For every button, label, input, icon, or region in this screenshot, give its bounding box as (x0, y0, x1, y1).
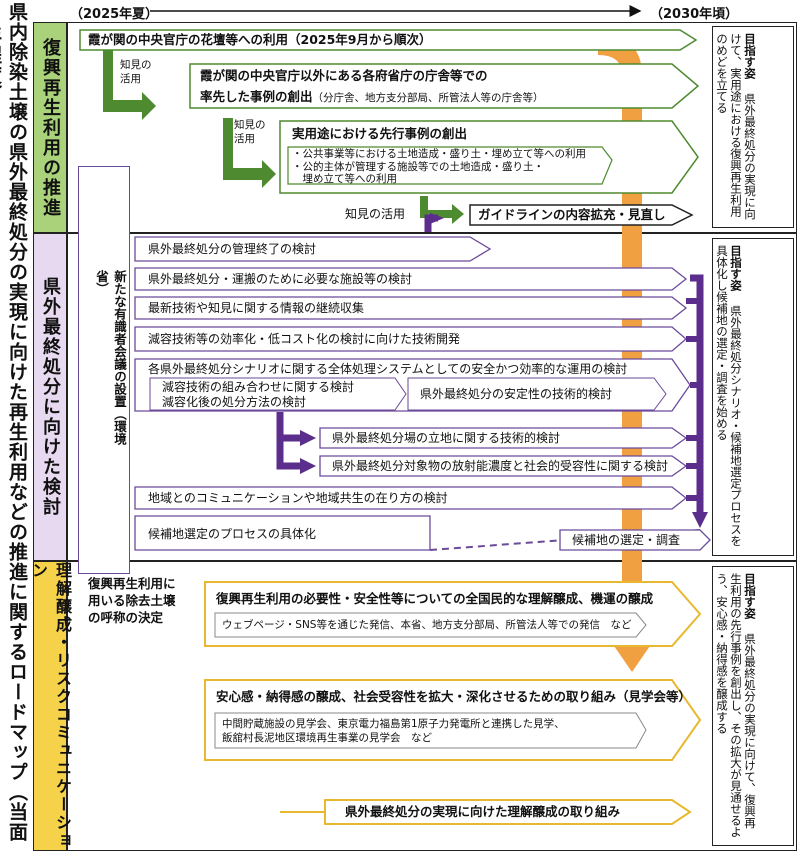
reuse-offices-l1: 霞が関の中央官庁以外にある各府省庁の庁舎等での (200, 68, 488, 83)
goal-understanding-body: 県外最終処分の実現に向けて、復興再生利用の先行事例を創出し、その拡大が見通せるよ… (715, 573, 757, 838)
goal-understanding-head: 目指す姿 (743, 573, 757, 619)
goal-disposal-head: 目指す姿 (729, 245, 743, 291)
section-understanding-frame (67, 561, 797, 851)
disposal-i7: 県外最終処分対象物の放射能濃度と社会的受容性に関する検討 (332, 459, 669, 473)
understanding-u1-title: 復興再生利用の必要性・安全性等についての全国民的な理解醸成、機運の醸成 (216, 591, 654, 606)
disposal-i2: 県外最終処分・運搬のために必要な施設等の検討 (148, 272, 413, 286)
disposal-i9-end: 候補地の選定・調査 (572, 533, 681, 547)
section-understanding-label: 理解醸成・リスクコミュニケーション (29, 561, 72, 851)
disposal-arrows (134, 236, 691, 551)
understanding-u2-sub1: 中間貯蔵施設の見学会、東京電力福島第1原子力発電所と連携した見学、 (222, 718, 565, 730)
disposal-i5a-l1: 減容技術の組み合わせに関する検討 (162, 380, 355, 394)
section-disposal-label: 県外最終処分に向けた検討 (33, 233, 67, 561)
reuse-offices-l2-small: （分庁舎、地方支分部局、所管法人等の庁舎等） (312, 92, 544, 104)
disposal-i5: 各県外最終処分シナリオに関する全体処理システムとしての安全かつ効率的な運用の検討 (148, 362, 628, 376)
knowhow-label-3: 知見の活用 (345, 207, 406, 221)
understanding-u3: 県外最終処分の実現に向けた理解醸成の取り組み (345, 804, 621, 819)
reuse-arrows (79, 29, 700, 194)
council-label: 新たな有識者会議の設置（環境省） (94, 270, 127, 445)
reuse-offices-l2-row: 率先した事例の創出（分庁舎、地方支分部局、所管法人等の庁舎等） (200, 86, 544, 105)
goal-disposal-body: 県外最終処分シナリオ・候補地選定プロセスを具体化し候補地の選定・調査を始める (715, 245, 743, 547)
disposal-i3: 最新技術や知見に関する情報の継続収集 (148, 301, 365, 315)
reuse-guideline: ガイドラインの内容拡充・見直し (478, 207, 666, 222)
reuse-offices-l2: 率先した事例の創出 (200, 89, 313, 104)
section-reuse-frame (67, 22, 797, 233)
section-disposal-frame (67, 233, 797, 561)
orange-trunk-head (612, 643, 652, 672)
timeline-start: （2025年夏） (70, 7, 159, 22)
reuse-leading-title: 実用途における先行事例の創出 (292, 126, 468, 141)
naming-l3: の呼称の決定 (88, 610, 164, 625)
disposal-i1: 県外最終処分の管理終了の検討 (148, 242, 317, 256)
purple-branch-ticks (686, 298, 700, 501)
timeline-end: （2030年頃） (650, 7, 739, 22)
naming-l1: 復興再生利用に (88, 576, 176, 591)
goal-reuse-head: 目指す姿 (743, 33, 757, 79)
knowhow-label-2: 知見の活用 (234, 119, 266, 145)
guideline-arrow (469, 204, 694, 226)
disposal-i8: 地域とのコミュニケーションや地域共生の在り方の検討 (148, 491, 448, 505)
reuse-leading-b2: ・公的主体が管理する施設等での土地造成・盛り土・ (292, 161, 544, 173)
understanding-u1-sub: ウェブページ・SNS等を通じた発信、本省、地方支分部局、所管法人等での発信 など (222, 619, 632, 631)
candidate-arrow (559, 529, 711, 551)
council-box (78, 166, 130, 574)
goal-reuse: 目指す姿 県外最終処分の実現に向けて、実用途における復興再生利用のめどを立てる (712, 26, 794, 228)
disposal-i6: 県外最終処分場の立地に関する技術的検討 (332, 431, 561, 445)
understanding-u2-title: 安心感・納得感の醸成、社会受容性を拡大・深化させるための取り組み（見学会等） (216, 689, 692, 704)
section-reuse-label: 復興再生利用の推進 (33, 22, 67, 233)
reuse-leading-b1: ・公共事業等における土地造成・盛り土・埋め立て等への利用 (292, 148, 586, 160)
goal-reuse-body: 県外最終処分の実現に向けて、実用途における復興再生利用のめどを立てる (715, 33, 757, 220)
goal-disposal: 目指す姿 県外最終処分シナリオ・候補地選定プロセスを具体化し候補地の選定・調査を… (712, 238, 794, 556)
naming-l2: 用いる除去土壌 (88, 593, 176, 608)
understanding-u2-sub2: 飯舘村長泥地区環境再生事業の見学会 など (222, 732, 432, 744)
disposal-i5b: 県外最終処分の安定性の技術的検討 (420, 387, 613, 401)
green-knowhow-arrows (103, 48, 276, 188)
page-title: 県内除染土壌の県外最終処分の実現に向けた再生利用などの推進に関するロードマップ（… (0, 2, 28, 842)
goal-understanding: 目指す姿 県外最終処分の実現に向けて、復興再生利用の先行事例を創出し、その拡大が… (712, 566, 794, 846)
understanding-arrows (204, 581, 702, 825)
disposal-i5a-l2: 減容化後の処分方法の検討 (162, 395, 307, 409)
disposal-i9: 候補地選定のプロセスの具体化 (148, 527, 317, 541)
reuse-leading-b2b: 埋め立て等への利用 (292, 173, 397, 185)
disposal-i4: 減容技術等の効率化・低コスト化の検討に向けた技術開発 (148, 332, 461, 346)
reuse-kasumigaseki: 霞が関の中央官庁の花壇等への利用（2025年9月から順次） (88, 32, 432, 47)
knowhow-label-1: 知見の活用 (120, 59, 152, 85)
